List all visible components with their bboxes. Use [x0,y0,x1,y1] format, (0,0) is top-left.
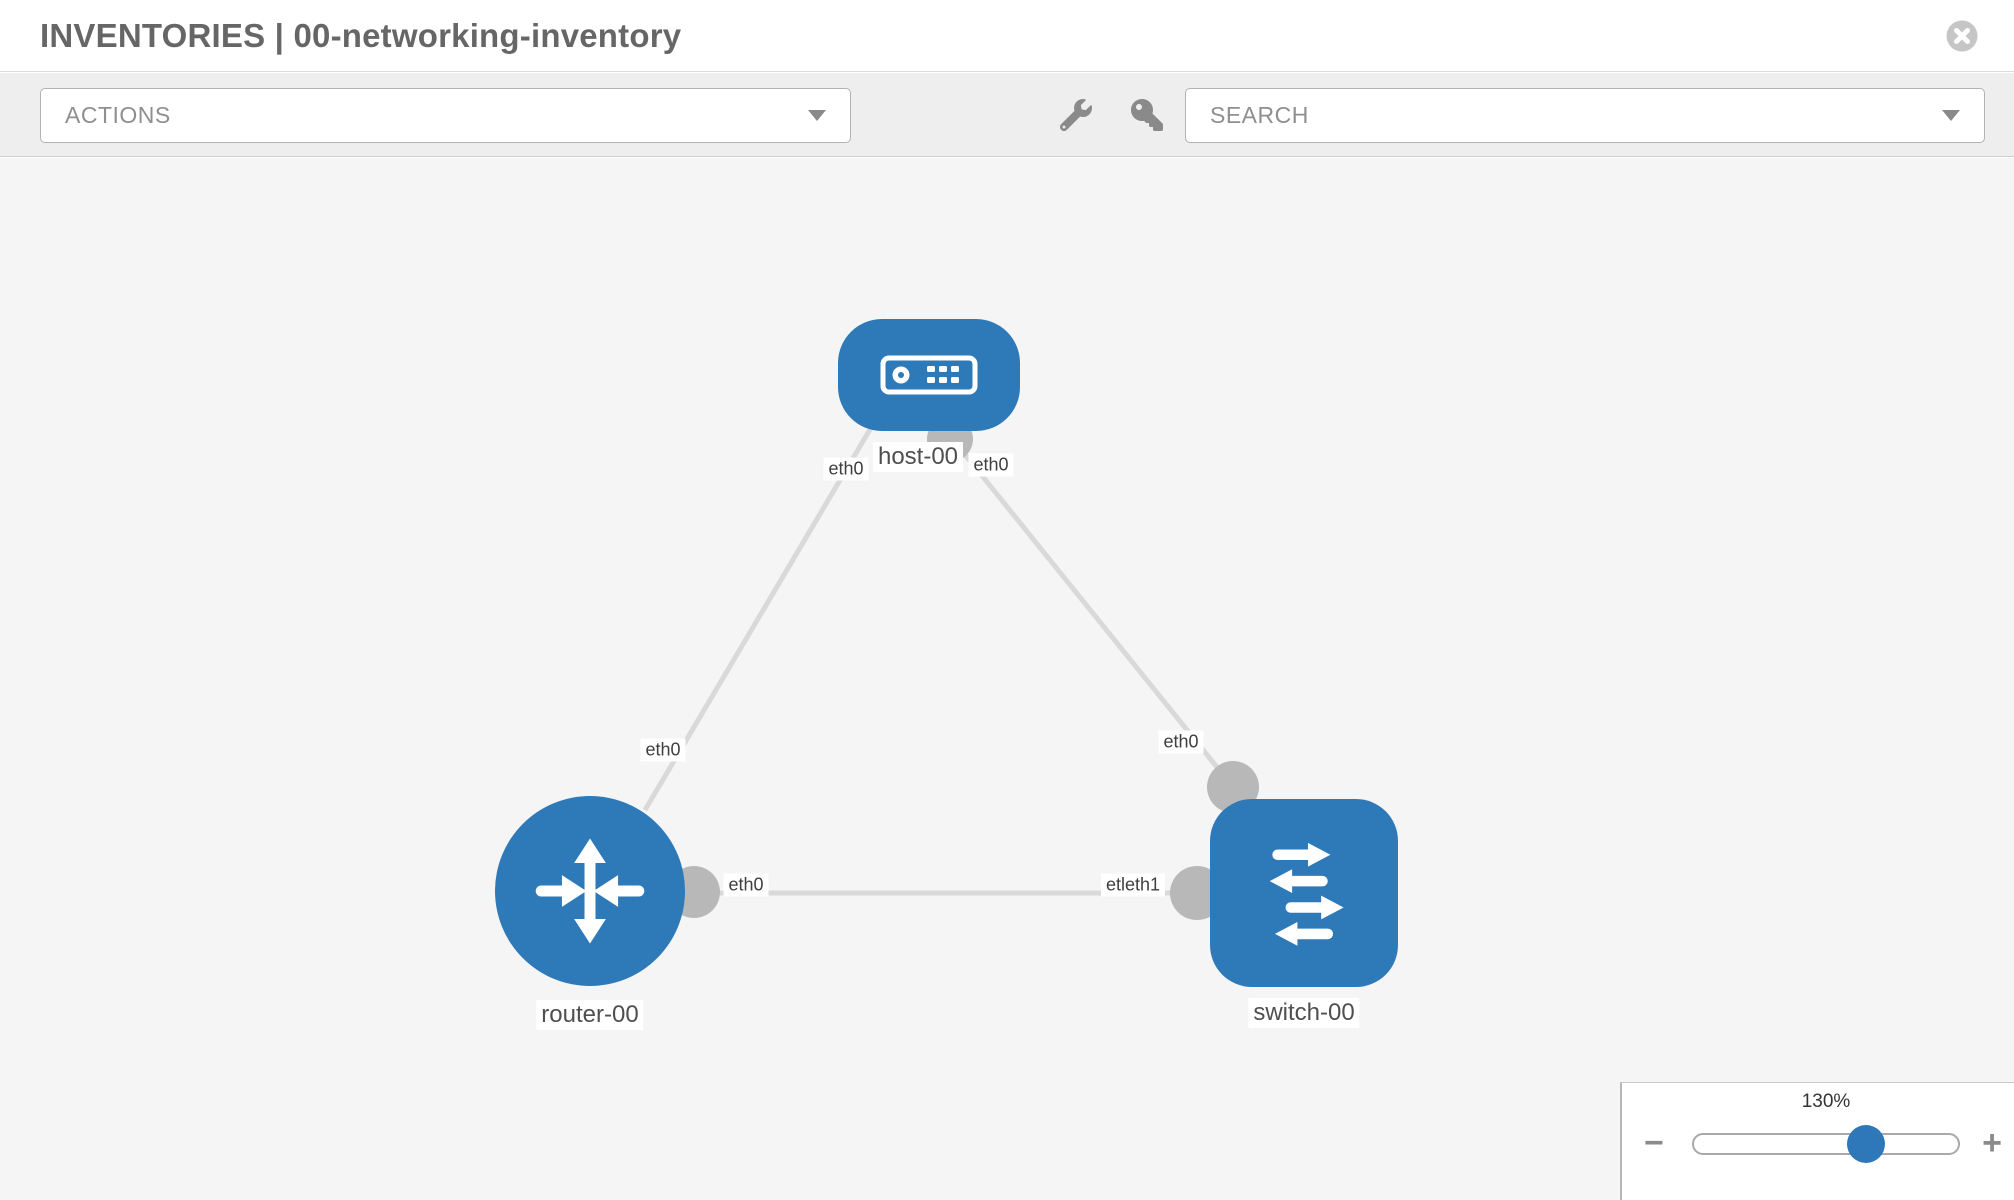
port-label-host-eth0-right: eth0 [968,453,1014,477]
close-icon [1946,20,1978,52]
port-label-host-eth0-left: eth0 [823,457,869,481]
key-icon [1131,99,1163,131]
port-label-switch-eth1-mid: etleth1 [1100,873,1166,897]
node-router-00[interactable] [495,796,685,986]
links-layer [642,416,1259,920]
zoom-out-button[interactable]: − [1644,1124,1664,1162]
zoom-in-button[interactable]: + [1982,1124,2002,1162]
actions-dropdown-label: ACTIONS [65,102,171,128]
search-dropdown-label: SEARCH [1210,102,1309,128]
chevron-down-icon [808,110,826,121]
node-label-host: host-00 [872,442,964,472]
switch-icon [1269,842,1344,946]
node-host-00[interactable] [838,319,1020,431]
host-icon [880,355,978,395]
wrench-icon [1059,99,1092,132]
search-dropdown[interactable]: SEARCH [1185,88,1985,143]
node-label-switch: switch-00 [1248,998,1360,1028]
page-title: INVENTORIES | 00-networking-inventory [40,16,682,54]
link-host-switch [948,434,1235,789]
tools-button[interactable] [1059,99,1094,133]
node-switch-00[interactable] [1210,799,1398,987]
zoom-control-panel: 130% − + [1620,1082,2014,1200]
zoom-percentage: 130% [1801,1091,1851,1112]
router-icon [535,838,645,944]
credentials-button[interactable] [1130,99,1164,133]
zoom-slider-thumb[interactable] [1846,1125,1885,1163]
actions-dropdown[interactable]: ACTIONS [40,88,851,143]
port-label-router-eth0-mid: eth0 [723,873,769,897]
close-button[interactable] [1940,14,1984,58]
port-label-switch-eth0-up: eth0 [1158,730,1204,754]
topology-canvas[interactable]: host-00 eth0 eth0 eth0 eth0 eth0 etleth1… [0,158,2014,1200]
toolbar: ACTIONS SEARCH [0,73,2014,157]
node-label-router: router-00 [536,1000,644,1030]
port-label-router-eth0-up: eth0 [640,738,686,762]
chevron-down-icon [1942,110,1960,121]
zoom-slider-track[interactable] [1692,1125,1960,1163]
header: INVENTORIES | 00-networking-inventory [0,0,2014,72]
